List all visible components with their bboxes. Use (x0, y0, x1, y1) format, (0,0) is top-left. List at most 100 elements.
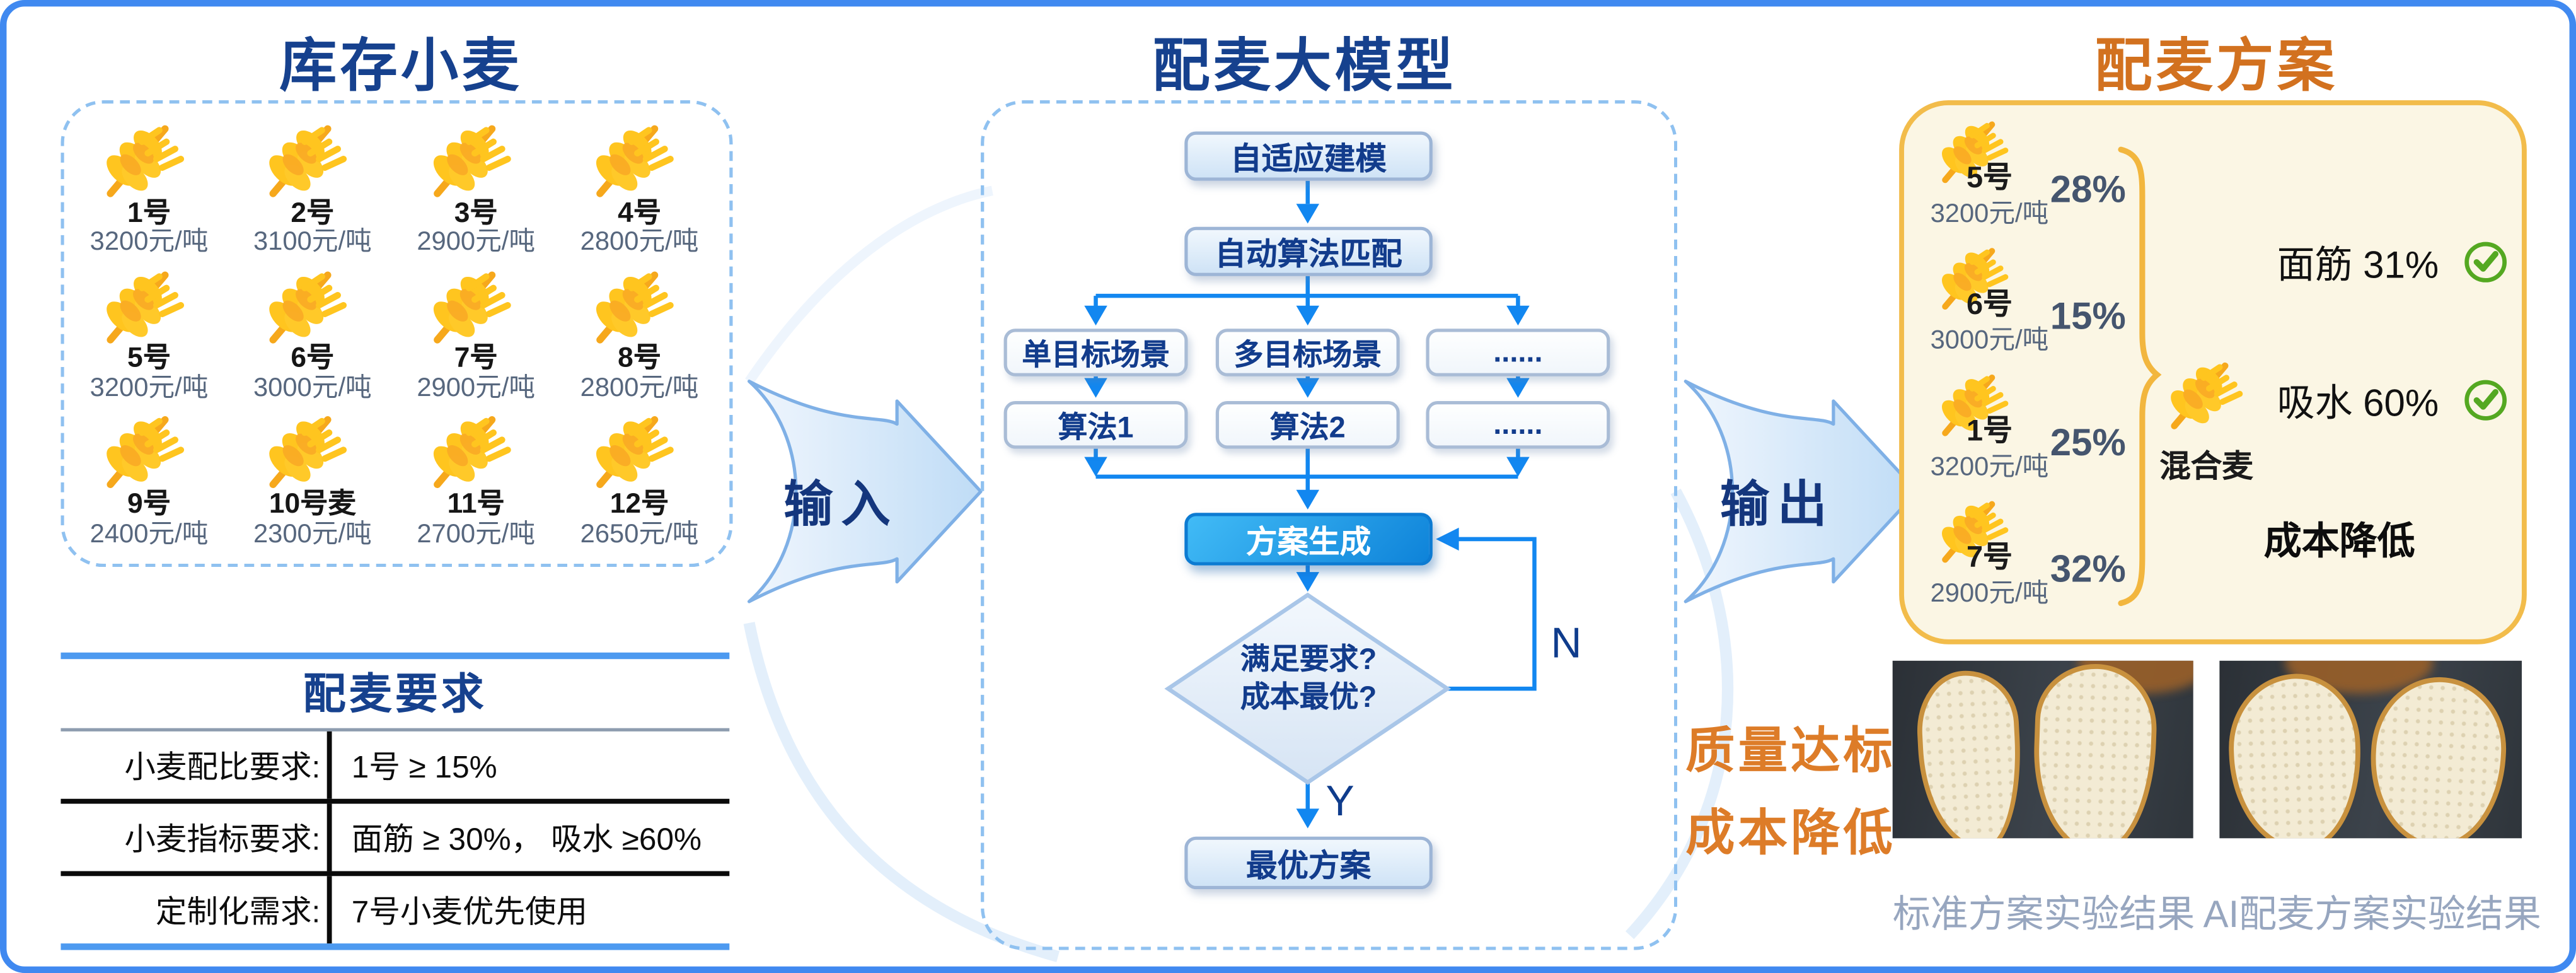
mix-wheat-percent: 15% (2050, 294, 2126, 337)
branch-label-no: N (1551, 618, 1582, 668)
flow-node-scene-more: ...... (1426, 329, 1610, 376)
wheat-price: 2400元/吨 (90, 520, 209, 549)
wheat-icon (425, 256, 517, 348)
input-arrow-label: 输入 (783, 478, 899, 533)
requirement-row: 定制化需求:7号小麦优先使用 (61, 876, 730, 944)
flow-node-algorithm-2: 算法2 (1215, 400, 1400, 449)
wheat-icon (425, 110, 517, 202)
requirement-value: 7号小麦优先使用 (326, 876, 730, 944)
wheat-price: 3200元/吨 (90, 375, 209, 403)
wheat-icon (589, 402, 681, 494)
check-icon (2465, 241, 2508, 282)
decision-text: 满足要求? 成本最优? (1184, 641, 1433, 717)
mix-wheat-percent: 28% (2050, 167, 2126, 211)
benefit-text: 质量达标 (1685, 725, 1896, 779)
flow-node-adaptive-modeling: 自适应建模 (1184, 131, 1433, 181)
wheat-name: 10号麦 (269, 488, 356, 520)
requirement-label: 小麦指标要求: (124, 823, 321, 858)
requirement-row: 小麦配比要求:1号 ≥ 15% (61, 731, 730, 804)
photo-caption: 标准方案实验结果 (1892, 892, 2195, 936)
mix-wheat-price: 3200元/吨 (1930, 453, 2049, 482)
wheat-price: 2800元/吨 (580, 375, 699, 403)
metric-row: 面筋 31% (2277, 233, 2508, 289)
decision-diamond (1164, 592, 1452, 785)
wheat-price: 2900元/吨 (417, 375, 536, 403)
decision-line2: 成本最优? (1240, 680, 1377, 714)
flow-node-plan-generation: 方案生成 (1184, 513, 1433, 566)
wheat-icon (262, 402, 354, 494)
metric-row: 吸水 60% (2277, 371, 2508, 428)
benefit-text: 成本降低 (1685, 807, 1896, 861)
wheat-price: 3100元/吨 (253, 228, 372, 257)
check-icon (2465, 379, 2508, 420)
metric-text: 吸水 60% (2277, 381, 2439, 424)
metric-text: 面筋 31% (2277, 243, 2439, 286)
output-arrow-label: 输出 (1720, 478, 1835, 533)
wheat-price: 2900元/吨 (417, 228, 536, 257)
wheat-name: 1号 (127, 197, 171, 228)
requirements-table: 配麦要求 小麦配比要求:1号 ≥ 15%小麦指标要求:面筋 ≥ 30%， 吸水 … (61, 652, 730, 950)
photo-standard-plan (1892, 660, 2193, 839)
plan-title: 配麦方案 (2094, 34, 2338, 99)
wheat-price: 2650元/吨 (580, 520, 699, 549)
flow-node-multi-objective: 多目标场景 (1215, 329, 1400, 376)
photo-caption: AI配麦方案实验结果 (2203, 892, 2541, 936)
requirement-row: 小麦指标要求:面筋 ≥ 30%， 吸水 ≥60% (61, 803, 730, 877)
wheat-name: 9号 (127, 488, 171, 520)
inventory-title: 库存小麦 (279, 34, 523, 99)
wheat-price: 3200元/吨 (90, 228, 209, 257)
requirement-label: 定制化需求: (155, 895, 321, 931)
mix-wheat-name: 7号 (1966, 540, 2013, 574)
wheat-price: 2800元/吨 (580, 228, 699, 257)
requirements-rows: 小麦配比要求:1号 ≥ 15%小麦指标要求:面筋 ≥ 30%， 吸水 ≥60%定… (61, 731, 730, 944)
wheat-name: 7号 (454, 342, 498, 374)
wheat-icon (98, 402, 190, 494)
mix-wheat-percent: 32% (2050, 547, 2126, 590)
brace-icon (2118, 146, 2162, 607)
wheat-icon (2164, 349, 2250, 434)
wheat-name: 8号 (618, 342, 662, 374)
wheat-icon (589, 110, 681, 202)
flow-connectors (1084, 180, 1537, 829)
requirements-title: 配麦要求 (61, 659, 730, 731)
requirement-value: 1号 ≥ 15% (326, 731, 730, 799)
decision-line1: 满足要求? (1240, 643, 1377, 676)
mix-wheat-name: 5号 (1966, 161, 2013, 194)
wheat-icon (98, 110, 190, 202)
flow-node-auto-algorithm-match: 自动算法匹配 (1184, 226, 1433, 276)
wheat-price: 3000元/吨 (253, 375, 372, 403)
wheat-icon (262, 256, 354, 348)
wheat-name: 4号 (618, 197, 662, 228)
wheat-icon (425, 402, 517, 494)
flow-node-single-objective: 单目标场景 (1003, 329, 1188, 376)
flow-node-algorithm-1: 算法1 (1003, 400, 1188, 449)
wheat-price: 2300元/吨 (253, 520, 372, 549)
output-arrow (1684, 380, 1919, 603)
mix-wheat-price: 3200元/吨 (1930, 200, 2049, 229)
mix-wheat-price: 2900元/吨 (1930, 580, 2049, 609)
model-panel (981, 100, 1678, 950)
wheat-name: 11号 (447, 488, 505, 520)
wheat-icon (589, 256, 681, 348)
requirement-value: 面筋 ≥ 30%， 吸水 ≥60% (326, 803, 730, 871)
wheat-icon (98, 256, 190, 348)
flow-node-optimal-plan: 最优方案 (1184, 836, 1433, 890)
mixed-wheat: 混合麦 (2156, 349, 2258, 487)
wheat-name: 12号 (609, 488, 669, 520)
branch-label-yes: Y (1326, 776, 1354, 825)
mix-wheat-price: 3000元/吨 (1930, 327, 2049, 356)
wheat-name: 2号 (291, 197, 335, 228)
